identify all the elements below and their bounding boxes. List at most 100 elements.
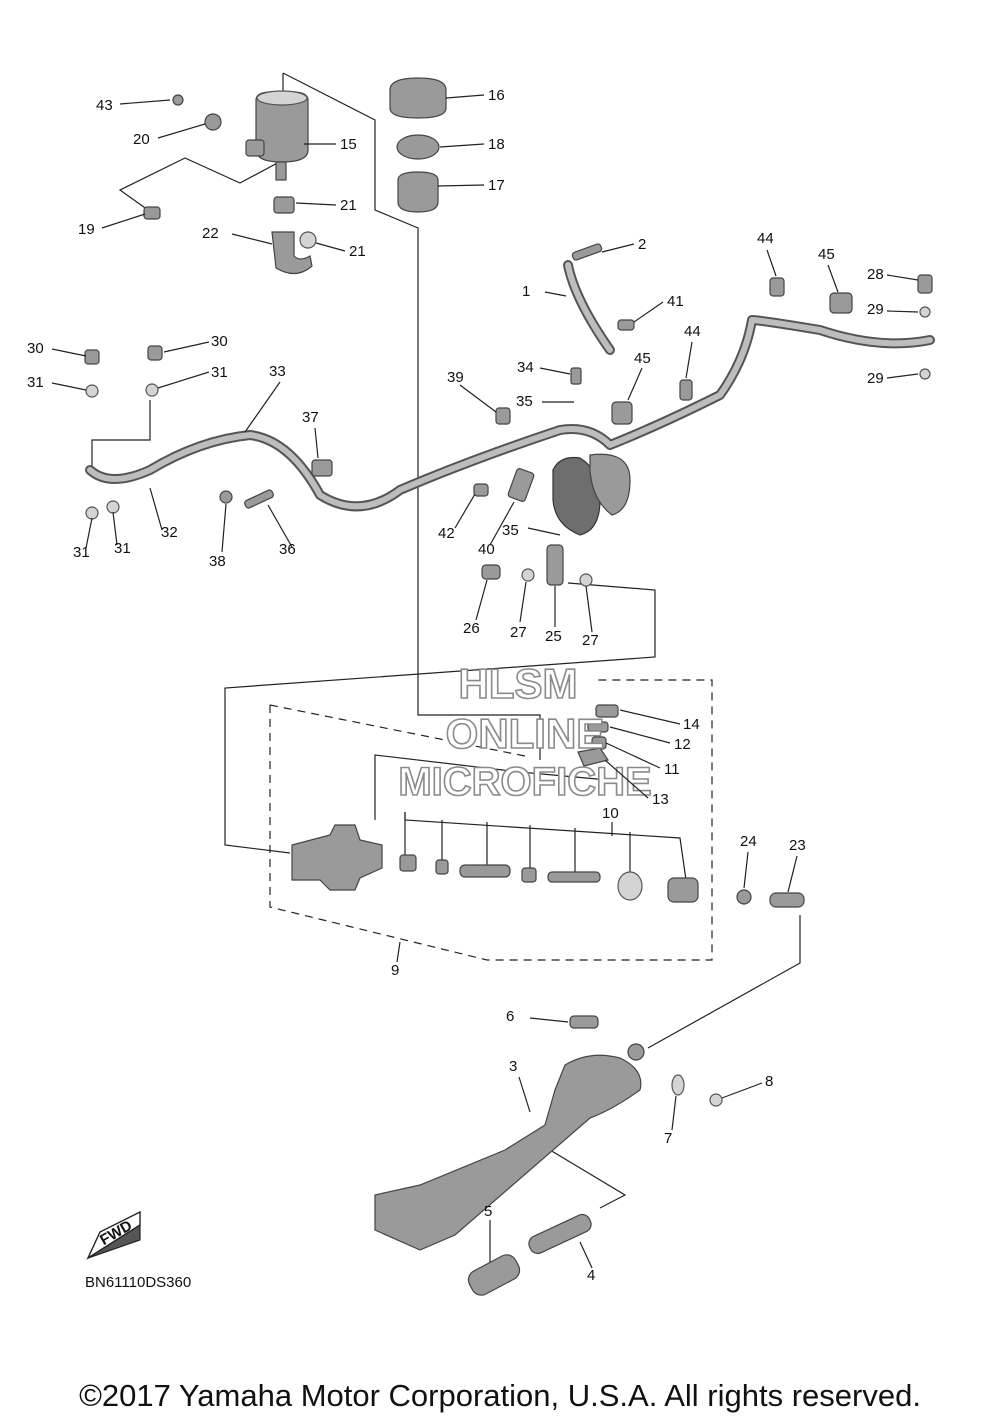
callout-13: 13 [652, 791, 669, 808]
bolt-20 [204, 113, 222, 131]
callout-45-upper: 45 [818, 246, 835, 263]
leader-line-13 [766, 249, 777, 277]
washer-31-a [85, 384, 99, 398]
leader-line-7 [445, 94, 485, 99]
callout-45-lower: 45 [634, 350, 651, 367]
callout-30-left: 30 [27, 340, 44, 357]
leader-line-3 [101, 213, 146, 229]
leader-line-20 [51, 348, 87, 357]
bolt-28 [917, 274, 933, 294]
callout-22: 22 [202, 225, 219, 242]
bolt-19 [143, 206, 161, 220]
leader-line-52 [671, 1095, 677, 1131]
leader-line-40 [585, 585, 593, 633]
callout-28: 28 [867, 266, 884, 283]
leader-line-47 [787, 855, 798, 893]
hose-hardware [84, 243, 933, 520]
leader-line-17 [685, 341, 693, 379]
callout-31-b: 31 [211, 364, 228, 381]
leader-line-54 [579, 1241, 593, 1269]
callout-31-d: 31 [114, 540, 131, 557]
leader-line-32 [539, 367, 571, 375]
pin-6 [569, 1015, 599, 1029]
callout-10: 10 [602, 805, 619, 822]
bolt-26 [481, 564, 501, 580]
clip-21-lower [299, 231, 317, 249]
callout-27-right: 27 [582, 632, 599, 649]
leader-line-37 [475, 579, 488, 621]
callout-17: 17 [488, 177, 505, 194]
leader-line-42 [609, 726, 671, 744]
callout-41: 41 [667, 293, 684, 310]
drawing-code: BN61110DS360 [85, 1274, 191, 1291]
hose-joint [589, 453, 631, 516]
gasket-27-right [579, 573, 593, 587]
callouts: 43 20 15 19 22 21 21 16 18 17 2 1 41 44 … [27, 87, 884, 1284]
leader-line-16 [886, 310, 919, 313]
leader-line-49 [529, 1017, 569, 1023]
leader-line-48 [396, 941, 401, 963]
bolt-30-left [84, 349, 100, 365]
callout-11: 11 [664, 761, 680, 778]
bracket-13 [577, 747, 609, 767]
leader-line-43 [605, 742, 661, 769]
fwd-arrow-icon: FWD [86, 1210, 141, 1260]
clevis-23 [769, 892, 805, 908]
kit-ring [617, 871, 643, 901]
leader-line-10 [601, 243, 635, 253]
bolt-42 [473, 483, 489, 497]
kit-piece-b [435, 859, 449, 875]
callout-7: 7 [664, 1130, 672, 1147]
clamp-39 [495, 407, 511, 425]
clamp-45-right [829, 292, 853, 314]
diaphragm-18 [396, 134, 440, 160]
reservoir-top [256, 90, 308, 106]
washer-29-lower [919, 368, 931, 380]
leader-line-30 [267, 504, 293, 548]
leader-line-25 [314, 427, 319, 459]
leader-line-19 [886, 373, 919, 379]
leader-line-8 [439, 143, 485, 148]
leader-line-6 [315, 242, 346, 252]
leader-line-12 [633, 301, 664, 323]
washer-7 [671, 1074, 685, 1096]
leader-line-41 [619, 709, 681, 725]
callout-38: 38 [209, 553, 226, 570]
leader-line-31 [459, 384, 497, 413]
callout-21-lower: 21 [349, 243, 366, 260]
hose-22 [271, 231, 313, 275]
spring-4 [528, 1213, 592, 1255]
callout-44-upper: 44 [757, 230, 774, 247]
callout-29-lower: 29 [867, 370, 884, 387]
bolt-34 [570, 367, 582, 385]
bolt-38 [219, 490, 233, 504]
plate-12 [587, 721, 609, 733]
kit-piece-c [521, 867, 537, 883]
leader-line-29 [221, 503, 227, 553]
reservoir-bracket [245, 139, 265, 157]
callout-40: 40 [478, 541, 495, 558]
callout-1: 1 [522, 283, 530, 300]
brake-hoses [85, 260, 935, 536]
clip-21-upper [273, 196, 295, 214]
leader-line-35 [489, 501, 515, 546]
leader-line-50 [518, 1076, 531, 1113]
callout-37: 37 [302, 409, 319, 426]
callout-32: 32 [161, 524, 178, 541]
callout-8: 8 [765, 1073, 773, 1090]
reservoir-outlet [275, 161, 287, 181]
callout-9: 9 [391, 962, 399, 979]
assembly-lines [91, 72, 801, 1209]
callout-27-left: 27 [510, 624, 527, 641]
cap-16 [389, 77, 447, 119]
callout-30-right: 30 [211, 333, 228, 350]
callout-20: 20 [133, 131, 150, 148]
pedal-body [374, 1054, 642, 1251]
callout-33: 33 [269, 363, 286, 380]
kit-piece-a [399, 854, 417, 872]
leader-line-21 [163, 341, 210, 353]
clip-2 [571, 243, 603, 261]
screw-43 [172, 94, 184, 106]
assembly-9-outline-top [269, 704, 531, 758]
